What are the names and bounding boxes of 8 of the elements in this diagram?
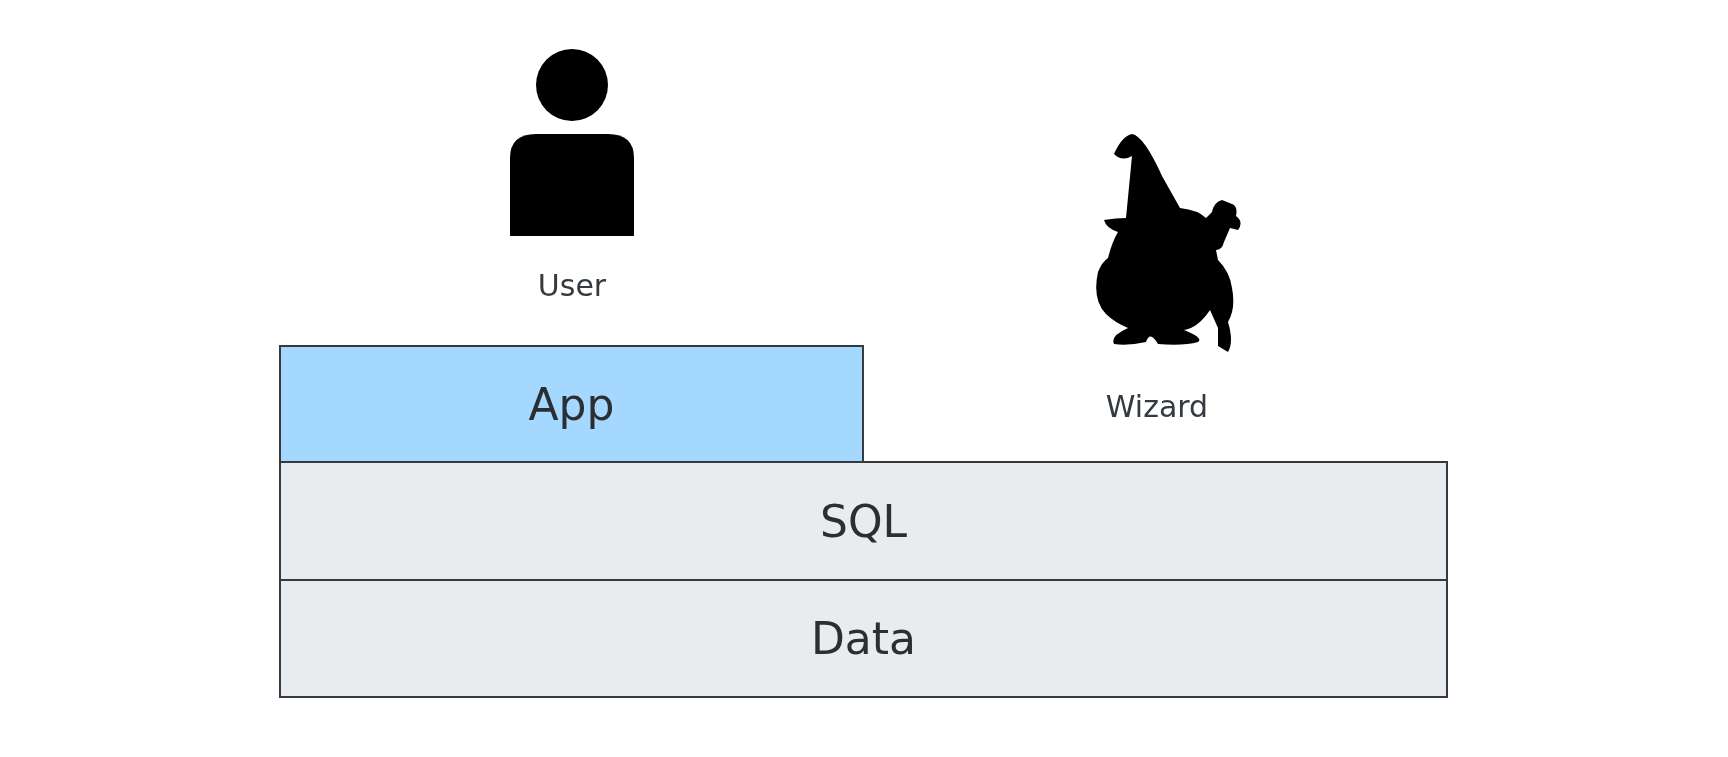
layer-label: App [528,378,615,430]
layer-label: Data [810,613,917,664]
app-layer-box [279,345,864,463]
layer-label: SQL [819,495,908,547]
data-layer-box [279,579,1448,698]
caption: User [537,268,607,303]
caption: Wizard [1105,389,1209,424]
sql-layer-box [279,461,1448,581]
